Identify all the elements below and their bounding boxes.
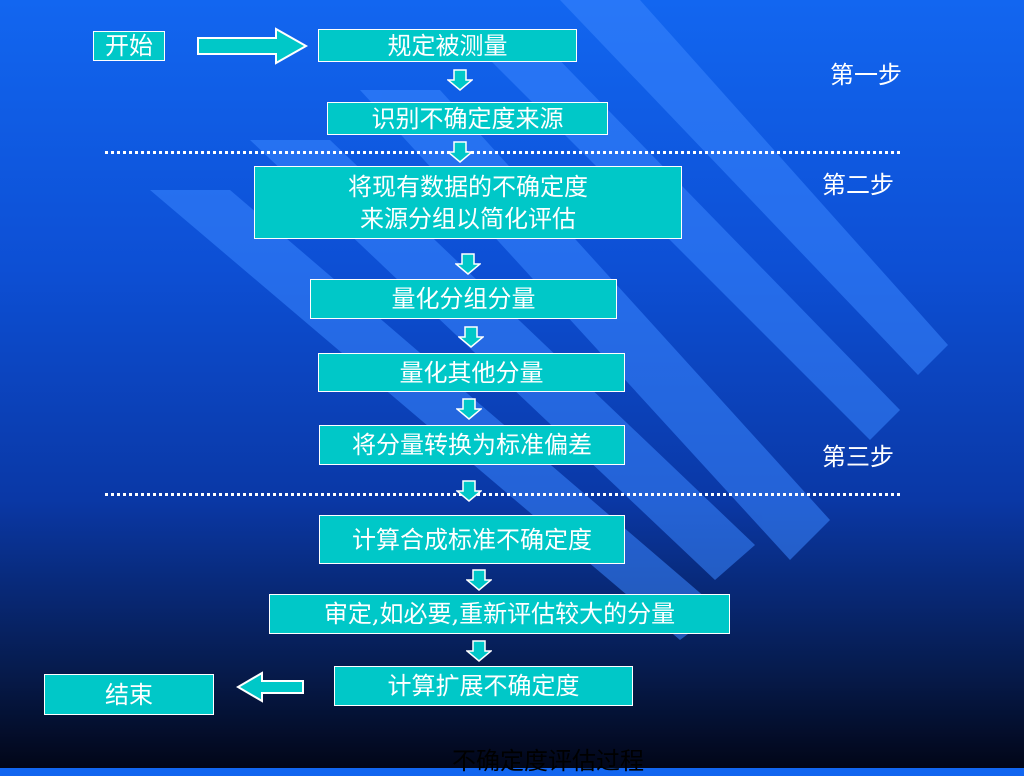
review-components-box: 审定,如必要,重新评估较大的分量 — [269, 594, 730, 634]
down-arrow-icon — [466, 569, 492, 591]
step-label-3: 第三步 — [822, 443, 894, 471]
down-arrow-icon — [458, 326, 484, 348]
quantify-other-box: 量化其他分量 — [318, 353, 625, 392]
identify-sources-box: 识别不确定度来源 — [327, 102, 608, 135]
down-arrow-icon — [455, 253, 481, 275]
down-arrow-icon — [447, 69, 473, 91]
step-separator-2 — [105, 493, 900, 496]
step-label-1: 第一步 — [830, 61, 902, 89]
down-arrow-icon — [456, 398, 482, 420]
define-measurand-box: 规定被测量 — [318, 29, 577, 62]
convert-standard-deviation-box: 将分量转换为标准偏差 — [319, 425, 625, 465]
step-label-2: 第二步 — [822, 171, 894, 199]
expanded-uncertainty-box: 计算扩展不确定度 — [334, 666, 633, 706]
right-arrow-icon — [197, 27, 309, 65]
group-sources-box: 将现有数据的不确定度 来源分组以简化评估 — [254, 166, 682, 239]
end-box: 结束 — [44, 674, 214, 715]
down-arrow-icon — [447, 141, 473, 163]
start-box: 开始 — [93, 31, 165, 61]
step-separator-1 — [105, 151, 900, 154]
left-arrow-icon — [236, 671, 304, 703]
quantify-grouped-box: 量化分组分量 — [310, 279, 617, 319]
group-sources-line-1: 将现有数据的不确定度 — [348, 172, 588, 201]
group-sources-line-2: 来源分组以简化评估 — [360, 204, 576, 233]
down-arrow-icon — [466, 640, 492, 662]
down-arrow-icon — [456, 480, 482, 502]
diagram-caption: 不确定度评估过程 — [452, 747, 644, 775]
combined-uncertainty-box: 计算合成标准不确定度 — [319, 515, 625, 564]
